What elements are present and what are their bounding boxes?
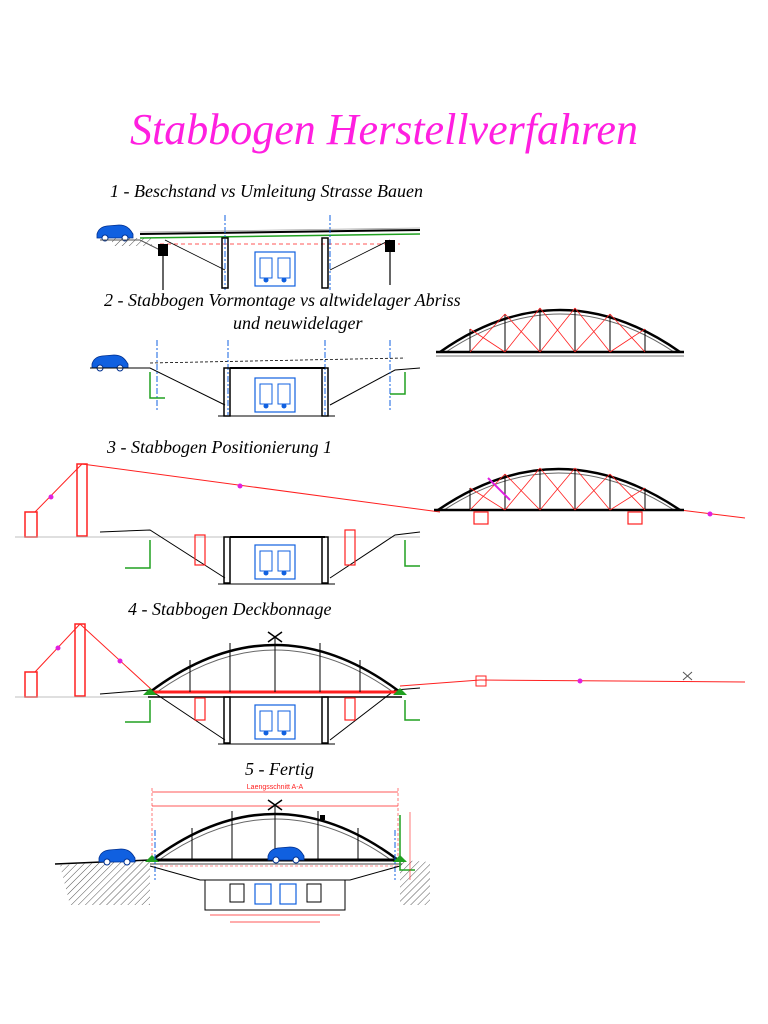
ground-hatch-left [60,860,150,905]
step-3-drawing [15,463,746,585]
ground-hatch-right [400,860,430,905]
arch-final-position [148,638,402,698]
page-title: Stabbogen Herstellverfahren [130,105,638,154]
step-2-label-line2: und neuwidelager [233,313,363,333]
car-icon [91,354,129,372]
ground-hatch [112,238,152,246]
tunnel-section [254,544,296,580]
step-4-drawing [15,623,746,745]
tunnel-section [254,251,296,287]
step-2-drawing [90,307,684,417]
step-1-drawing [96,215,421,290]
tunnel-section-final [229,883,322,905]
tunnel-section [254,704,296,740]
crane-pylon [74,623,86,697]
deck-line [139,229,421,235]
step-1-label: 1 - Beschstand vs Umleitung Strasse Baue… [110,181,423,201]
crane-pylon [76,463,88,537]
section-label: Laengsschnitt A-A [247,784,304,791]
pier-left [158,244,168,256]
arch-positioning [434,467,684,525]
step-4-label: 4 - Stabbogen Deckbonnage [128,599,332,619]
step-3-label: 3 - Stabbogen Positionierung 1 [107,437,332,457]
arch-premounted [436,307,684,357]
step-5-label: 5 - Fertig [245,759,314,779]
step-2-label: 2 - Stabbogen Vormontage vs altwidelager… [104,290,461,310]
tunnel-section [254,377,296,413]
step-5-drawing: Laengsschnitt A-A [54,784,430,923]
pier-right [385,240,395,252]
